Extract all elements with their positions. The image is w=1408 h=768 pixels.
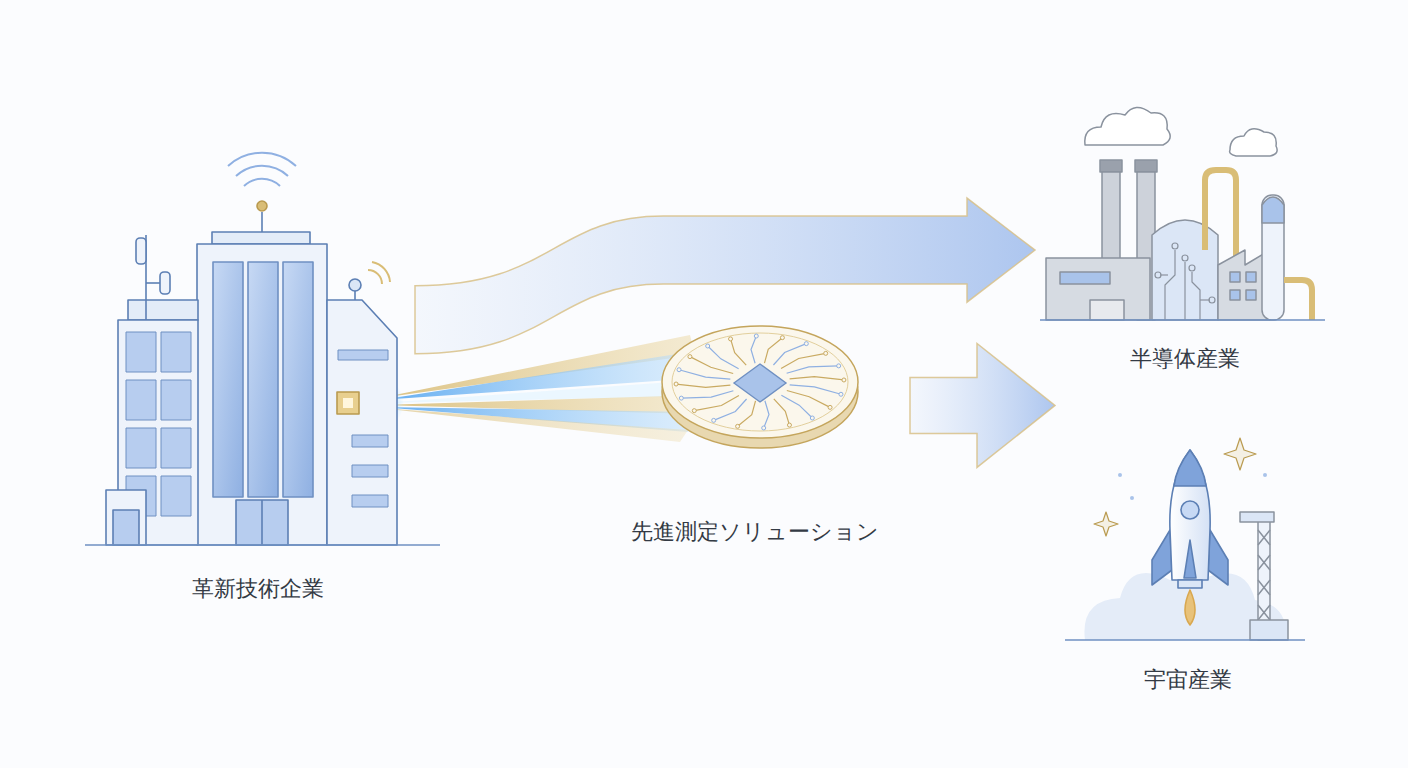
circuit-pad	[679, 396, 683, 400]
circuit-pad	[780, 336, 784, 340]
circuit-pad	[804, 342, 808, 346]
circuit-trace	[690, 357, 733, 374]
circuit-trace	[676, 384, 730, 387]
circuit-pad	[692, 409, 696, 413]
circuit-trace	[738, 401, 756, 427]
circuit-pad	[736, 424, 740, 428]
node-label: 宇宙産業	[1144, 667, 1232, 693]
flow-arrow	[910, 343, 1055, 467]
node-label: 先進測定ソリューション	[631, 519, 879, 545]
circuit-trace	[681, 391, 733, 398]
circuit-pad	[824, 351, 828, 355]
factory-illustration	[1040, 107, 1325, 320]
circuit-pad	[787, 423, 791, 427]
circuit-pad	[712, 418, 716, 422]
industry-node: 宇宙産業	[1055, 395, 1320, 693]
node-label: 革新技術企業	[192, 576, 324, 602]
circuit-pad	[762, 426, 766, 430]
circuit-trace	[787, 391, 830, 408]
circuit-trace	[764, 338, 782, 364]
circuit-pad	[688, 355, 692, 359]
circuit-pad	[842, 378, 846, 382]
circuit-traces	[674, 334, 846, 430]
circuit-pad	[839, 392, 843, 396]
circuit-trace	[774, 399, 790, 425]
circuit-pad	[828, 405, 832, 409]
circuit-trace	[751, 336, 756, 363]
circuit-trace	[790, 377, 844, 380]
circuit-pad	[810, 416, 814, 420]
circuit-trace	[787, 366, 839, 373]
wafer-illustration	[662, 326, 858, 448]
rocket-illustration	[1065, 438, 1305, 640]
solution-node: 先進測定ソリューション	[600, 320, 910, 545]
circuit-trace	[714, 399, 747, 420]
circuit-pad	[754, 334, 758, 338]
circuit-trace	[773, 344, 806, 365]
node-label: 半導体産業	[1130, 346, 1240, 372]
circuit-pad	[837, 364, 841, 368]
circuit-pad	[706, 344, 710, 348]
circuit-pad	[677, 368, 681, 372]
beam-ray	[380, 408, 688, 442]
building-illustration	[85, 153, 440, 545]
circuit-trace	[764, 401, 769, 428]
circuit-pad	[729, 337, 733, 341]
industry-node: 半導体産業	[1035, 95, 1335, 372]
circuit-trace	[731, 339, 747, 365]
company-node: 革新技術企業	[100, 190, 415, 602]
circuit-pad	[674, 382, 678, 386]
